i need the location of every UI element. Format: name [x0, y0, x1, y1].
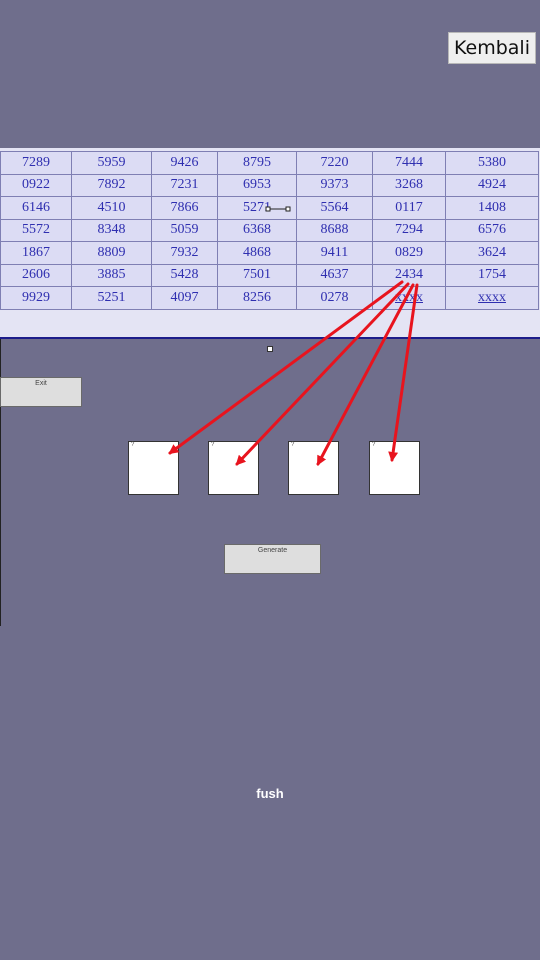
table-cell: 2434 [372, 263, 446, 287]
table-cell: 6368 [217, 218, 297, 242]
table-cell: 7294 [372, 218, 446, 242]
table-cell: 4868 [217, 241, 297, 265]
table-cell: 5428 [151, 263, 218, 287]
table-cell: 7866 [151, 196, 218, 220]
table-cell: 0278 [296, 286, 373, 310]
table-cell: 5572 [0, 218, 72, 242]
table-cell: 8348 [71, 218, 152, 242]
table-cell: 0829 [372, 241, 446, 265]
table-cell: 6953 [217, 173, 297, 197]
kembali-button[interactable]: Kembali [448, 32, 536, 64]
table-cell: 5059 [151, 218, 218, 242]
table-cell: 1754 [445, 263, 539, 287]
table-cell: 7231 [151, 173, 218, 197]
table-cell: 1867 [0, 241, 72, 265]
table-cell: 5251 [71, 286, 152, 310]
slot-placeholder: ? [291, 442, 295, 448]
table-cell: 9426 [151, 151, 218, 175]
exit-button[interactable]: Exit [0, 377, 82, 407]
table-cell: 4924 [445, 173, 539, 197]
table-cell: 5271 [217, 196, 297, 220]
table-cell: 8795 [217, 151, 297, 175]
table-cell: 4637 [296, 263, 373, 287]
table-cell: 6576 [445, 218, 539, 242]
table-cell: 8688 [296, 218, 373, 242]
answer-slot-2[interactable]: ? [208, 441, 259, 495]
table-cell: 7289 [0, 151, 72, 175]
table-cell: 0117 [372, 196, 446, 220]
table-cell: 7501 [217, 263, 297, 287]
table-cell: 7444 [372, 151, 446, 175]
table-cell: 2606 [0, 263, 72, 287]
slot-placeholder: ? [211, 442, 215, 448]
table-cell: 6146 [0, 196, 72, 220]
generate-button[interactable]: Generate [224, 544, 321, 574]
footer-text: fush [256, 786, 284, 801]
table-cell: xxxx [445, 286, 539, 310]
answer-slot-1[interactable]: ? [128, 441, 179, 495]
table-cell: 9411 [296, 241, 373, 265]
table-cell: 5564 [296, 196, 373, 220]
table-cell: 9373 [296, 173, 373, 197]
table-cell: 3268 [372, 173, 446, 197]
slot-placeholder: ? [131, 442, 135, 448]
table-cell: 4097 [151, 286, 218, 310]
table-cell: 3624 [445, 241, 539, 265]
table-cell: 0922 [0, 173, 72, 197]
table-cell: 4510 [71, 196, 152, 220]
table-cell: 5380 [445, 151, 539, 175]
table-cell: 7932 [151, 241, 218, 265]
answer-slot-4[interactable]: ? [369, 441, 420, 495]
table-cell: 7220 [296, 151, 373, 175]
table-cell: xxxx [372, 286, 446, 310]
table-cell: 8809 [71, 241, 152, 265]
left-divider [0, 339, 1, 626]
answer-slot-3[interactable]: ? [288, 441, 339, 495]
table-cell: 9929 [0, 286, 72, 310]
slot-placeholder: ? [372, 442, 376, 448]
table-cell: 8256 [217, 286, 297, 310]
resize-handle[interactable] [267, 346, 273, 352]
table-cell: 7892 [71, 173, 152, 197]
table-cell: 1408 [445, 196, 539, 220]
table-cell: 5959 [71, 151, 152, 175]
table-cell: 3885 [71, 263, 152, 287]
